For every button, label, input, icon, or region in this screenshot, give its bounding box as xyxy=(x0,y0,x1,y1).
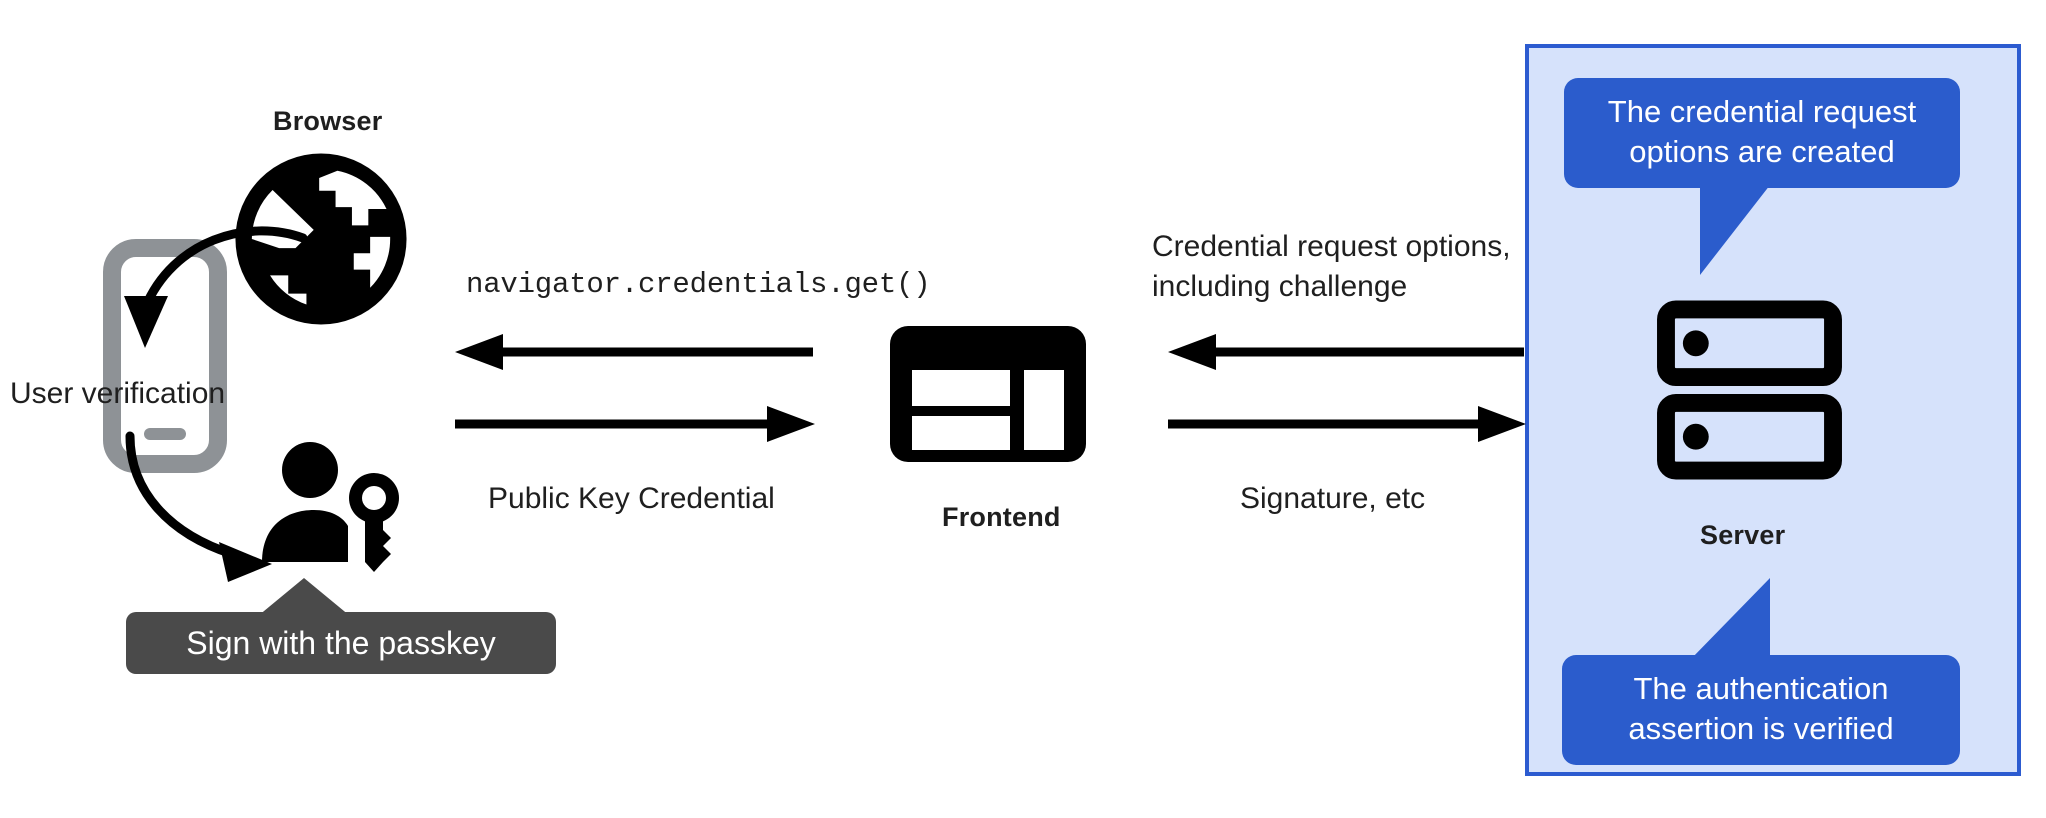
authentication-assertion-bubble: The authentication assertion is verified xyxy=(1562,655,1960,765)
phone-to-user-arrow xyxy=(124,430,324,590)
authentication-assertion-bubble-tail xyxy=(1690,578,1770,660)
server-rack-icon xyxy=(1657,300,1842,480)
browser-label: Browser xyxy=(273,106,383,136)
credential-request-options-label-line2: including challenge xyxy=(1152,270,1408,303)
signature-etc-label: Signature, etc xyxy=(1240,482,1426,515)
person-with-key-icon xyxy=(258,438,410,574)
frontend-to-server-arrow xyxy=(1168,404,1526,444)
credential-request-options-bubble-tail xyxy=(1700,185,1770,275)
server-label: Server xyxy=(1700,520,1786,550)
passkey-tooltip: Sign with the passkey xyxy=(126,612,556,674)
passkey-tooltip-text: Sign with the passkey xyxy=(186,624,496,661)
globe-icon xyxy=(230,148,412,330)
credential-request-options-bubble-line1: The credential request xyxy=(1607,94,1917,129)
web-layout-icon xyxy=(890,326,1086,462)
public-key-credential-label: Public Key Credential xyxy=(488,482,775,515)
credential-request-options-label-line1: Credential request options, xyxy=(1152,230,1511,263)
passkey-tooltip-tail xyxy=(258,578,350,616)
authentication-assertion-bubble-line2: assertion is verified xyxy=(1628,711,1894,747)
browser-to-phone-arrow xyxy=(98,200,318,370)
credential-request-options-bubble: The credential request options are creat… xyxy=(1564,78,1960,188)
navigator-credentials-get-label: navigator.credentials.get() xyxy=(466,268,931,301)
server-to-frontend-arrow xyxy=(1168,332,1526,372)
smartphone-icon xyxy=(103,239,227,473)
user-verification-label: User verification xyxy=(10,377,226,410)
browser-to-frontend-arrow xyxy=(455,332,815,372)
authentication-assertion-bubble-line1: The authentication xyxy=(1633,671,1889,706)
credential-request-options-bubble-line2: options are created xyxy=(1629,134,1895,170)
frontend-label: Frontend xyxy=(942,502,1061,532)
frontend-to-browser-arrow xyxy=(455,404,815,444)
